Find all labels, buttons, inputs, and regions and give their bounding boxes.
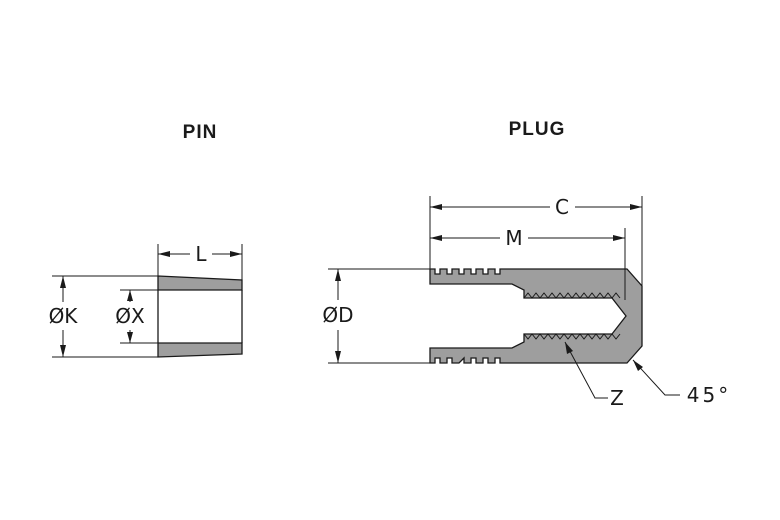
- arrowhead: [127, 290, 133, 301]
- arrowhead: [230, 251, 242, 257]
- plug-drawing: PLUG C M: [322, 119, 731, 410]
- arrowhead: [60, 345, 66, 357]
- arrowhead: [158, 251, 170, 257]
- arrowhead: [335, 351, 341, 363]
- arrowhead: [630, 204, 642, 210]
- arrowhead: [613, 235, 625, 241]
- plug-outer-diameter-dimension: ØD: [322, 268, 430, 364]
- pin-title: PIN: [183, 122, 218, 143]
- plug-overall-length-label: C: [555, 195, 569, 219]
- thread-bottom: [523, 333, 621, 340]
- leader-line: [632, 359, 680, 396]
- pin-outer-diameter-label: ØK: [49, 304, 79, 328]
- pin-top-wall: [157, 275, 243, 291]
- pin-inner-diameter-label: ØX: [115, 304, 145, 328]
- thread-profile: [523, 292, 621, 340]
- chamfer-leader: 45°: [632, 359, 731, 407]
- chamfer-label: 45°: [687, 383, 731, 407]
- arrowhead: [60, 276, 66, 288]
- plug-body: [429, 268, 643, 364]
- plug-overall-length-dimension: C: [429, 195, 643, 286]
- thread-top: [523, 292, 621, 299]
- arrowhead: [633, 360, 643, 371]
- leader-line: [564, 341, 608, 399]
- arrowhead: [430, 235, 442, 241]
- pin-drawing: PIN L ØK: [49, 122, 243, 358]
- pin-body: [157, 275, 243, 358]
- pin-outer-diameter-dimension: ØK: [49, 275, 158, 358]
- pin-length-label: L: [195, 242, 207, 266]
- pin-length-dimension: L: [157, 242, 243, 280]
- pin-bottom-wall: [157, 342, 243, 358]
- pin-inner-diameter-dimension: ØX: [115, 289, 158, 344]
- plug-outer-diameter-label: ØD: [322, 303, 353, 327]
- thread-leader: Z: [564, 341, 624, 410]
- arrowhead: [430, 204, 442, 210]
- arrowhead: [565, 342, 573, 354]
- arrowhead: [127, 332, 133, 343]
- arrowhead: [335, 269, 341, 281]
- plug-title: PLUG: [509, 119, 566, 140]
- plug-bore-depth-dimension: M: [430, 226, 626, 300]
- thread-label: Z: [610, 386, 624, 410]
- plug-bore-depth-label: M: [505, 226, 522, 250]
